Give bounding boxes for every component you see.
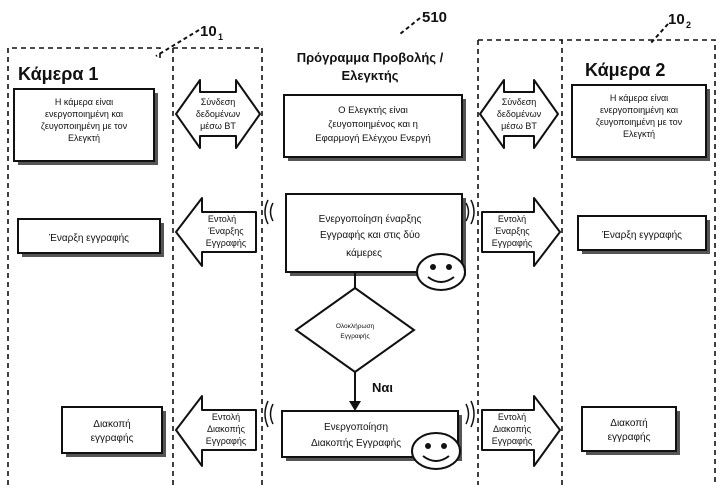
svg-text:Διακοπή: Διακοπή — [610, 417, 647, 429]
smiley-icon — [416, 253, 466, 291]
svg-text:Διακοπής: Διακοπής — [207, 424, 246, 434]
start-command-arrow-right: Εντολή Έναρξης Εγγραφής — [481, 197, 561, 267]
svg-text:μέσω BT: μέσω BT — [200, 121, 236, 131]
svg-text:εγγραφής: εγγραφής — [608, 431, 651, 443]
camera-2-stop-box: Διακοπή εγγραφής — [581, 406, 680, 455]
camera-1-start-box: Έναρξη εγγραφής — [17, 218, 164, 257]
svg-text:δεδομένων: δεδομένων — [196, 109, 241, 119]
smiley-icon — [411, 432, 461, 470]
svg-text:Εγγραφής και στις δύο: Εγγραφής και στις δύο — [320, 229, 420, 241]
svg-text:Ενεργοποίηση: Ενεργοποίηση — [324, 421, 388, 433]
svg-text:δεδομένων: δεδομένων — [497, 109, 542, 119]
camera-1-stop-box: Διακοπή εγγραφής — [61, 406, 166, 457]
svg-text:Έναρξη εγγραφής: Έναρξη εγγραφής — [601, 229, 682, 241]
svg-text:Σύνδεση: Σύνδεση — [502, 97, 537, 107]
svg-text:Διακοπής: Διακοπής — [493, 424, 532, 434]
svg-text:μέσω BT: μέσω BT — [501, 121, 537, 131]
svg-text:Έναρξης: Έναρξης — [207, 226, 244, 236]
camera-2-title: Κάμερα 2 — [585, 60, 665, 80]
svg-text:Εγγραφής: Εγγραφής — [492, 238, 533, 248]
svg-text:ζευγοποιημένος και η: ζευγοποιημένος και η — [328, 119, 418, 130]
svg-text:Εγγραφής: Εγγραφής — [206, 436, 247, 446]
svg-text:Ναι: Ναι — [372, 380, 393, 395]
signal-waves-start — [264, 199, 475, 225]
svg-text:1: 1 — [218, 32, 223, 42]
svg-text:ζευγοποιημένη με τον: ζευγοποιημένη με τον — [41, 121, 128, 131]
svg-text:10: 10 — [200, 23, 217, 40]
svg-text:Εντολή: Εντολή — [212, 412, 240, 422]
svg-text:Εγγραφής: Εγγραφής — [492, 436, 533, 446]
camera-1-title: Κάμερα 1 — [18, 64, 98, 84]
svg-text:Διακοπής Εγγραφής: Διακοπής Εγγραφής — [311, 437, 401, 449]
ref-camera-2: 10 2 — [649, 11, 691, 45]
ref-camera-1: 10 1 — [155, 23, 223, 57]
lane-camera-2 — [561, 39, 716, 485]
svg-text:Εντολή: Εντολή — [498, 214, 526, 224]
svg-text:κάμερες: κάμερες — [346, 247, 382, 259]
bt-connect-arrow-right: Σύνδεση δεδομένων μέσω BT — [479, 79, 559, 149]
program-title: Πρόγραμμα Προβολής / Ελεγκτής — [297, 50, 444, 83]
bt-connect-arrow-left: Σύνδεση δεδομένων μέσω BT — [175, 79, 261, 149]
svg-text:2: 2 — [686, 20, 691, 30]
signal-waves-stop — [264, 400, 475, 428]
svg-text:Η κάμερα είναι: Η κάμερα είναι — [55, 97, 113, 107]
svg-text:Ελεγκτή: Ελεγκτή — [623, 129, 655, 139]
camera-1-status-box: Η κάμερα είναι ενεργοποιημένη και ζευγοπ… — [13, 88, 158, 165]
lane-links-right — [477, 39, 562, 485]
svg-text:Ενεργοποίηση έναρξης: Ενεργοποίηση έναρξης — [319, 213, 422, 225]
svg-text:Ελεγκτής: Ελεγκτής — [341, 68, 398, 83]
stop-command-arrow-left: Εντολή Διακοπής Εγγραφής — [175, 395, 257, 467]
svg-text:Έναρξης: Έναρξης — [493, 226, 530, 236]
svg-text:Πρόγραμμα Προβολής /: Πρόγραμμα Προβολής / — [297, 50, 444, 65]
controller-paired-box: Ο Ελεγκτής είναι ζευγοποιημένος και η Εφ… — [283, 94, 466, 161]
svg-text:ενεργοποιημένη και: ενεργοποιημένη και — [600, 105, 678, 115]
svg-text:ζευγοποιημένη με τον: ζευγοποιημένη με τον — [596, 117, 683, 127]
lane-links-left — [173, 47, 263, 485]
stop-command-arrow-right: Εντολή Διακοπής Εγγραφής — [481, 395, 561, 467]
camera-2-status-box: Η κάμερα είναι ενεργοποιημένη και ζευγοπ… — [571, 84, 710, 161]
svg-text:Ελεγκτή: Ελεγκτή — [68, 133, 100, 143]
svg-text:Έναρξη εγγραφής: Έναρξη εγγραφής — [48, 232, 129, 244]
svg-text:Διακοπή: Διακοπή — [93, 418, 130, 430]
svg-text:Εντολή: Εντολή — [498, 412, 526, 422]
ref-program: 510 — [399, 9, 447, 35]
svg-text:Η κάμερα είναι: Η κάμερα είναι — [610, 93, 668, 103]
svg-text:εγγραφής: εγγραφής — [91, 432, 134, 444]
svg-text:Σύνδεση: Σύνδεση — [201, 97, 236, 107]
svg-text:510: 510 — [422, 9, 447, 26]
yes-arrow: Ναι — [349, 372, 393, 411]
svg-text:Εγγραφής: Εγγραφής — [340, 333, 369, 340]
svg-text:Εντολή: Εντολή — [208, 214, 236, 224]
decision-diamond: Ολοκλήρωση Εγγραφής — [294, 286, 416, 374]
camera-2-start-box: Έναρξη εγγραφής — [577, 215, 710, 254]
svg-text:Εγγραφής: Εγγραφής — [206, 238, 247, 248]
svg-text:10: 10 — [668, 11, 685, 28]
start-command-arrow-left: Εντολή Έναρξης Εγγραφής — [175, 197, 257, 267]
svg-text:Εφαρμογή Ελέγχου Ενεργή: Εφαρμογή Ελέγχου Ενεργή — [315, 133, 431, 144]
svg-text:ενεργοποιημένη και: ενεργοποιημένη και — [45, 109, 123, 119]
svg-text:Ολοκλήρωση: Ολοκλήρωση — [336, 323, 375, 330]
svg-text:Ο Ελεγκτής είναι: Ο Ελεγκτής είναι — [338, 105, 408, 116]
